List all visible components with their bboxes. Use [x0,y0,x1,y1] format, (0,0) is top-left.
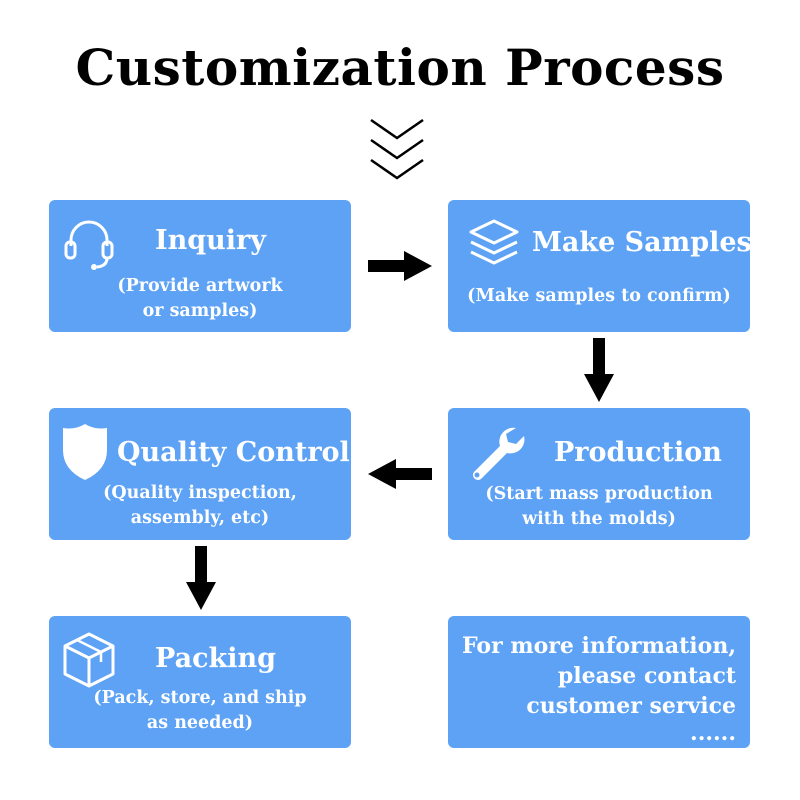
step-title: Make Samples [532,227,752,258]
step-subtitle-line: (Make samples to confirm) [467,286,731,306]
step-subtitle: (Start mass production with the molds) [448,482,750,533]
step-subtitle: (Make samples to confirm) [448,284,750,309]
wrench-icon [473,427,525,480]
step-subtitle-line: (Pack, store, and ship [93,688,307,708]
step-title: Quality Control [117,437,350,468]
step-title: Inquiry [155,225,266,256]
step-quality-control: Quality Control (Quality inspection, ass… [49,408,351,540]
layers-icon [469,219,519,265]
contact-text: For more information, please contact cus… [462,632,736,744]
step-subtitle: (Provide artwork or samples) [49,274,351,325]
step-subtitle-line: as needed) [146,713,254,734]
shield-icon [63,424,107,480]
arrow-left-icon [368,459,432,489]
headset-icon [64,220,114,270]
step-subtitle-line: (Quality inspection, [103,483,297,503]
chevron-down-icon [370,118,424,180]
step-subtitle-line: assembly, etc) [130,508,270,529]
step-subtitle-line: (Start mass production [485,484,713,504]
step-subtitle-line: or samples) [142,301,258,322]
contact-line: please contact [557,662,736,689]
step-inquiry: Inquiry (Provide artwork or samples) [49,200,351,332]
step-subtitle-line: (Provide artwork [117,276,283,296]
step-subtitle: (Quality inspection, assembly, etc) [49,481,351,532]
arrow-down-icon [584,338,614,402]
step-make-samples: Make Samples (Make samples to confirm) [448,200,752,332]
contact-line: customer service [526,692,736,719]
contact-info-box: For more information, please contact cus… [448,616,750,748]
contact-ellipsis: ...... [690,719,736,746]
box-icon [63,632,115,688]
arrow-right-icon [368,251,432,281]
step-production: Production (Start mass production with t… [448,408,750,540]
step-title: Packing [155,643,276,674]
step-subtitle-line: with the molds) [522,509,676,530]
step-subtitle: (Pack, store, and ship as needed) [49,686,351,737]
page-title: Customization Process [75,38,725,97]
step-packing: Packing (Pack, store, and ship as needed… [49,616,351,748]
step-title: Production [554,437,722,468]
arrow-down-icon [186,546,216,610]
contact-line: For more information, [461,633,736,659]
